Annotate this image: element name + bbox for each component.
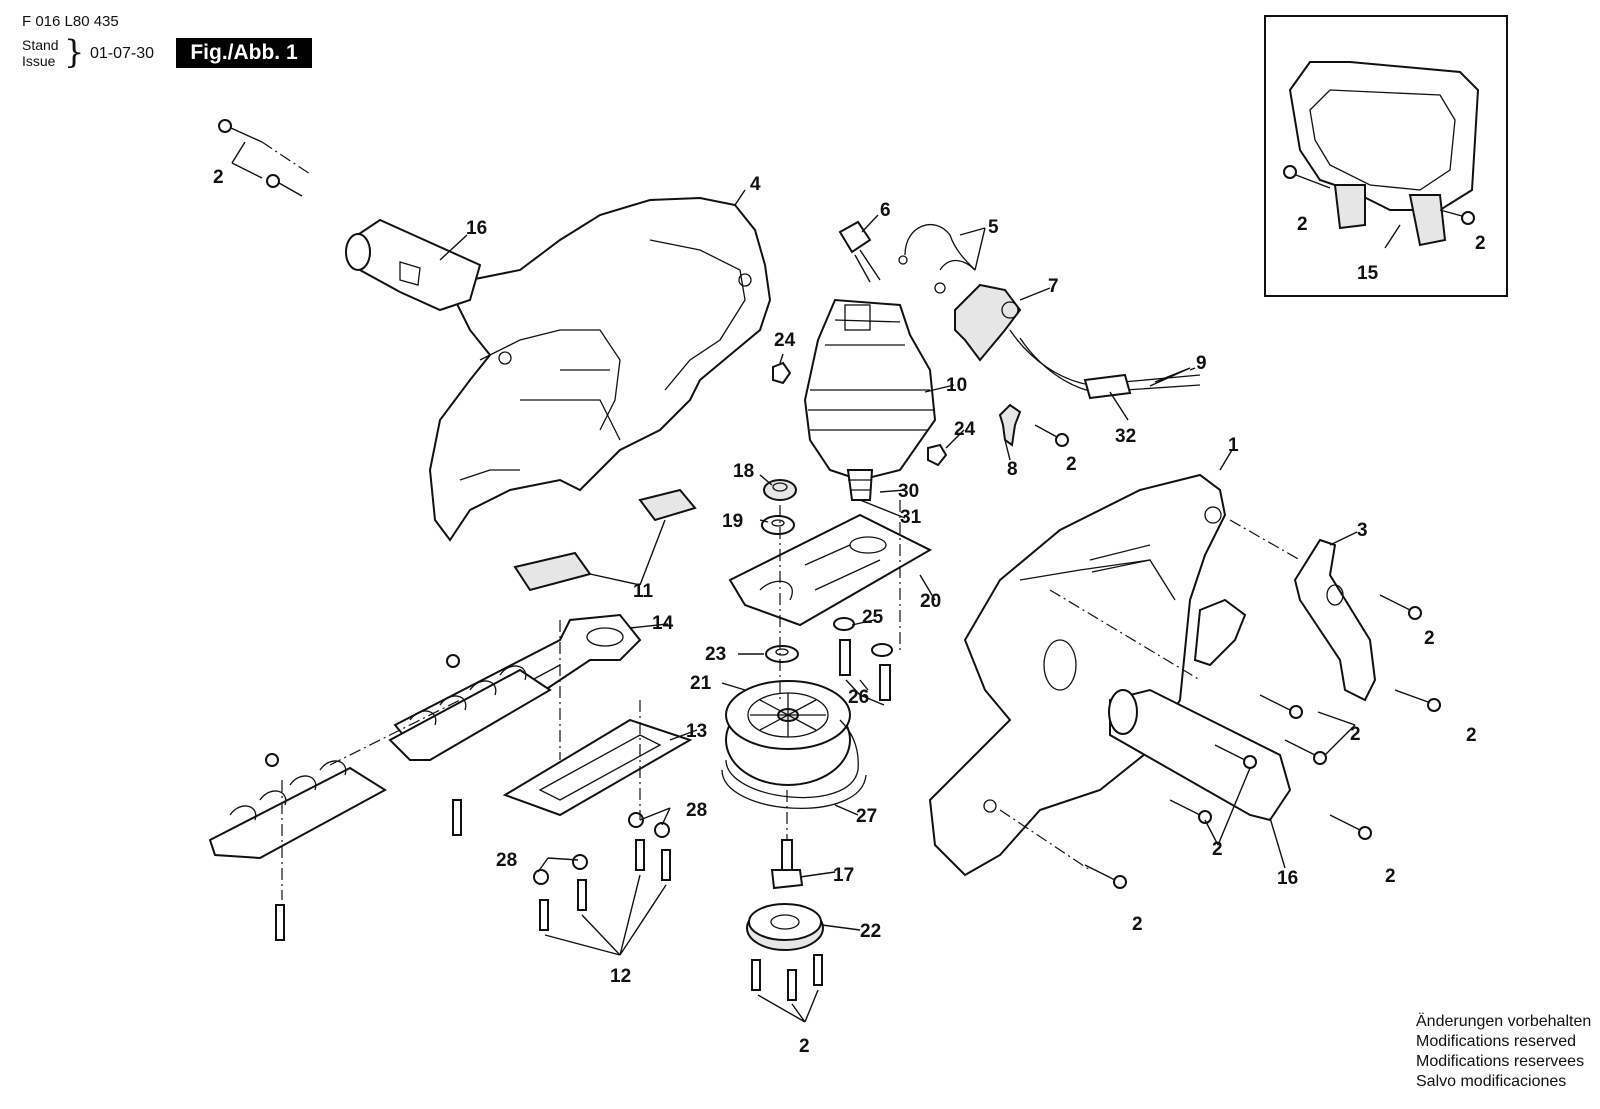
- notice-line-de: Änderungen vorbehalten: [1416, 1013, 1592, 1030]
- part-label-2d: 2: [1350, 724, 1361, 745]
- label-leaders: [439, 189, 1358, 931]
- screws-bottom-center: [751, 954, 823, 1023]
- part-label-27: 27: [856, 806, 877, 827]
- part-label-2: 2: [213, 167, 224, 188]
- part-label-16b: 16: [1277, 868, 1298, 889]
- notice-line-en: Modifications reserved: [1416, 1033, 1577, 1050]
- part-label-14: 14: [652, 613, 674, 634]
- part-label-13: 13: [686, 721, 707, 742]
- lower-housing-drawing: [928, 473, 1247, 877]
- cutter-blades-drawing: [208, 654, 552, 860]
- motor-drawing: [803, 298, 937, 501]
- upper-housing-drawing: [428, 196, 772, 542]
- part-label-19: 19: [722, 511, 743, 532]
- part-label-18: 18: [733, 461, 754, 482]
- part-label-16: 16: [466, 218, 487, 239]
- part-label-32: 32: [1115, 426, 1136, 447]
- part-label-2g: 2: [1385, 866, 1396, 887]
- part-label-24: 24: [774, 330, 796, 351]
- part-label-28b: 28: [496, 850, 517, 871]
- part-label-12: 12: [610, 966, 631, 987]
- modifications-notice: Änderungen vorbehalten Modifications res…: [1416, 1012, 1591, 1092]
- cover-plate-drawing: [502, 718, 693, 817]
- figure-badge: Fig./Abb. 1: [176, 38, 312, 68]
- bolt-and-washer-drawing: [746, 839, 824, 951]
- small-parts-right: [772, 361, 1069, 467]
- part-label-20: 20: [920, 591, 941, 612]
- issue-date: 01-07-30: [90, 45, 155, 62]
- part-label-2b: 2: [1066, 454, 1077, 475]
- part-label-10: 10: [946, 375, 967, 396]
- brace-symbol: }: [64, 33, 85, 71]
- part-label-2c: 2: [1424, 628, 1435, 649]
- part-label-31: 31: [900, 507, 922, 528]
- part-label-9: 9: [1196, 353, 1207, 374]
- rear-handle-drawing: [345, 218, 482, 312]
- issue-label: Issue: [22, 53, 56, 69]
- part-label-1: 1: [1228, 435, 1239, 456]
- bracket-drawing: [1293, 538, 1377, 702]
- part-label-11: 11: [633, 581, 654, 602]
- part-label-3: 3: [1357, 520, 1368, 541]
- part-label-5: 5: [988, 217, 999, 238]
- screws-bottom-left: [275, 799, 671, 956]
- screws-right: [1084, 594, 1441, 889]
- pads-drawing: [513, 488, 697, 592]
- drive-gear-drawing: [721, 680, 867, 809]
- part-label-2f: 2: [1212, 839, 1223, 860]
- front-handle-drawing: [1108, 688, 1292, 822]
- stand-label: Stand: [22, 37, 59, 53]
- part-label-6: 6: [880, 200, 891, 221]
- notice-line-es: Salvo modificaciones: [1416, 1073, 1567, 1090]
- part-label-21: 21: [690, 673, 712, 694]
- switch-parts-drawing: [838, 220, 1022, 362]
- part-label-25: 25: [862, 607, 884, 628]
- part-label-17: 17: [833, 865, 854, 886]
- document-number: F 016 L80 435: [22, 13, 119, 30]
- power-cord-drawing: [1009, 329, 1201, 400]
- part-label-24b: 24: [954, 419, 976, 440]
- inset-guard-drawing: [1283, 61, 1480, 249]
- part-label-2h: 2: [1132, 914, 1143, 935]
- part-label-23: 23: [705, 644, 726, 665]
- part-label-2e: 2: [1466, 725, 1477, 746]
- part-label-22: 22: [860, 921, 881, 942]
- part-label-2i: 2: [799, 1036, 810, 1057]
- part-label-8: 8: [1007, 459, 1018, 480]
- inset-label-2: 2: [1297, 214, 1308, 235]
- washers-drawing: [761, 479, 797, 535]
- inset-label-2b: 2: [1475, 233, 1486, 254]
- part-label-28: 28: [686, 800, 707, 821]
- part-label-26: 26: [848, 687, 869, 708]
- inset-label-15: 15: [1357, 263, 1379, 284]
- centerlines: [281, 500, 1301, 900]
- spacers-drawing: [765, 617, 893, 706]
- part-label-4: 4: [750, 174, 761, 195]
- part-label-30: 30: [898, 481, 919, 502]
- screws-top-left: [218, 119, 311, 197]
- notice-line-fr: Modifications reservees: [1416, 1053, 1585, 1070]
- part-label-7: 7: [1048, 276, 1059, 297]
- inset-frame: [1264, 15, 1508, 297]
